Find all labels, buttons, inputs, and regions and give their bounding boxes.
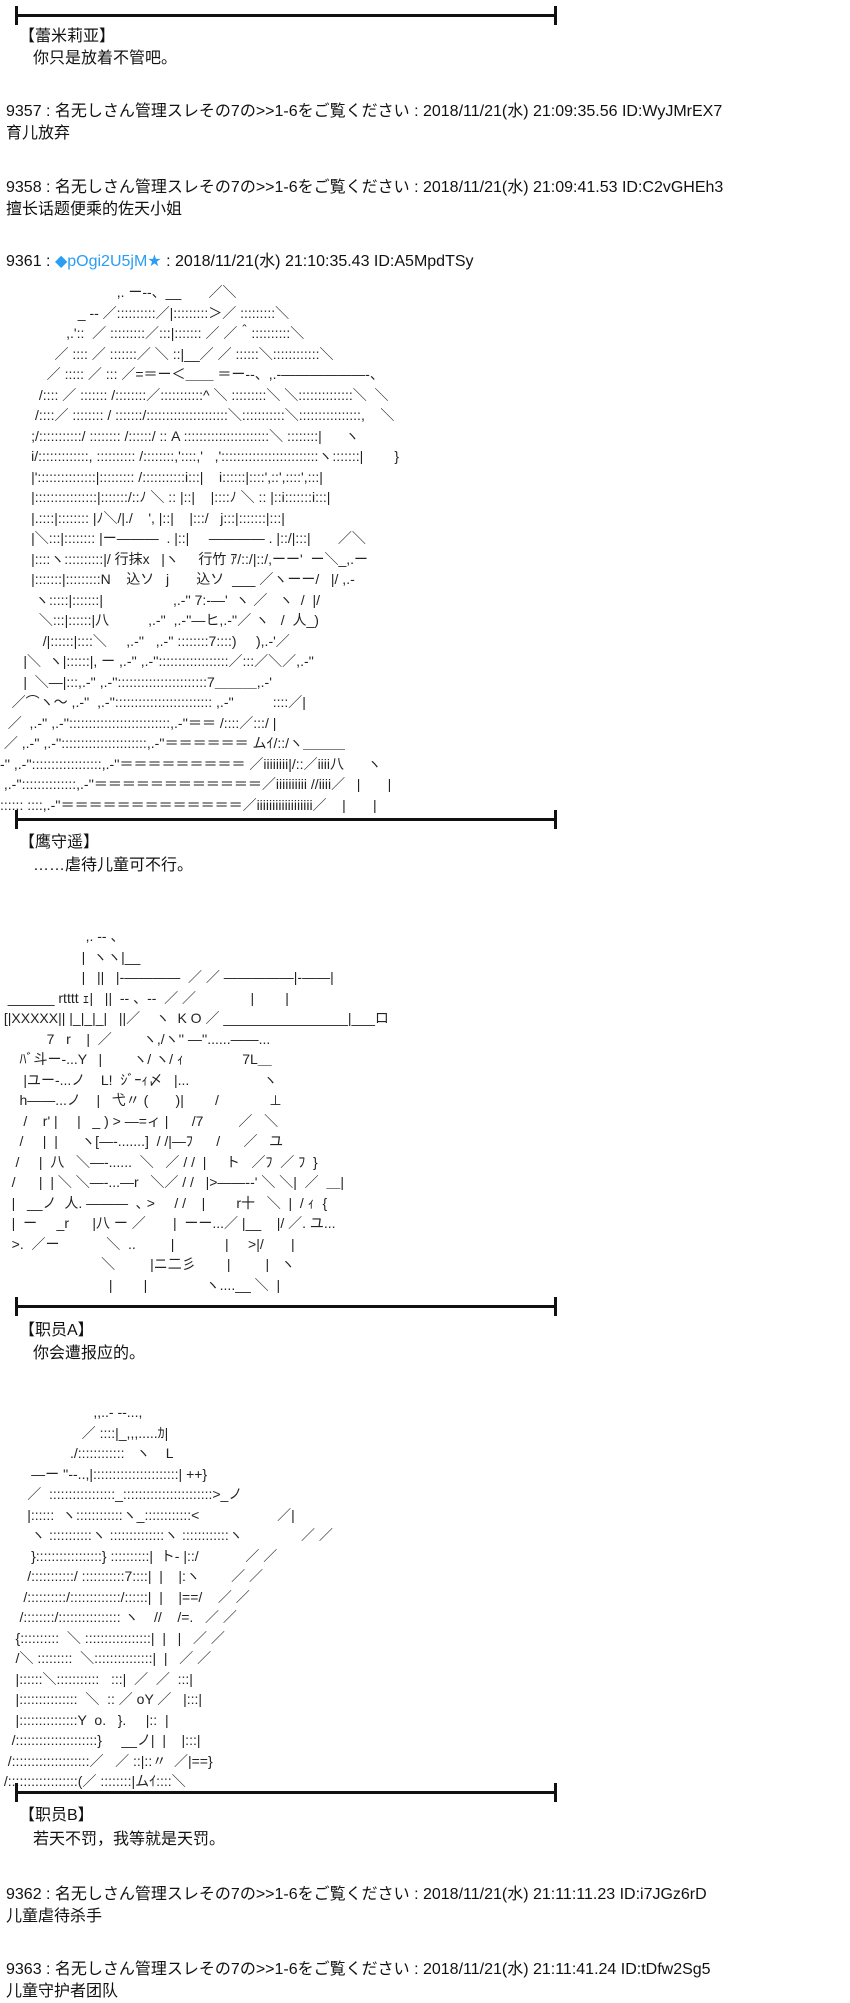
dialogue-line: 你会遭报应的。 bbox=[33, 1345, 146, 1362]
post-body: 育儿放弃 bbox=[6, 125, 71, 142]
ascii-art-remilia: ,. ー‐-、__ ／＼ _ -‐ ／::::::::::／|:::::::::… bbox=[0, 284, 400, 813]
post-header: 9358 : 名无しさん管理スレその7の>>1-6をご覧ください : 2018/… bbox=[6, 179, 724, 196]
post-body: 儿童守护者团队 bbox=[6, 1983, 119, 2000]
dialogue-line: 若天不罚，我等就是天罚。 bbox=[33, 1831, 226, 1848]
dialogue-line: ……虐待儿童可不行。 bbox=[33, 857, 194, 874]
post-number: 9361 : bbox=[6, 253, 55, 270]
divider-rule bbox=[15, 810, 557, 829]
post-meta: : 2018/11/21(水) 21:10:35.43 ID:A5MpdTSy bbox=[161, 253, 474, 270]
post-header: 9362 : 名无しさん管理スレその7の>>1-6をご覧ください : 2018/… bbox=[6, 1886, 707, 1903]
ascii-art-staff-a: ,,..- ‐-..., ／ ::::|_,,,.....ｶ| ./::::::… bbox=[3, 1404, 333, 1789]
divider-rule bbox=[15, 1783, 557, 1802]
divider-rule bbox=[15, 1297, 557, 1316]
dialogue-line: 你只是放着不管吧。 bbox=[33, 50, 178, 67]
ascii-art-takamori: ,. -‐ 、 | ヽヽ|__ | || |‐―――― ／ ／ ―――――|‐―… bbox=[3, 928, 389, 1293]
speaker-label: 【职员A】 bbox=[19, 1322, 94, 1339]
divider-rule bbox=[15, 6, 557, 25]
post-header: 9357 : 名无しさん管理スレその7の>>1-6をご覧ください : 2018/… bbox=[6, 103, 723, 120]
post-body: 擅长话题便乘的佐天小姐 bbox=[6, 201, 183, 218]
post-body: 儿童虐待杀手 bbox=[6, 1908, 103, 1925]
speaker-label: 【鹰守遥】 bbox=[19, 834, 100, 851]
speaker-label: 【蕾米莉亚】 bbox=[19, 28, 116, 45]
speaker-label: 【职员B】 bbox=[19, 1807, 94, 1824]
post-header: 9363 : 名无しさん管理スレその7の>>1-6をご覧ください : 2018/… bbox=[6, 1961, 711, 1978]
post-header: 9361 : ◆pOgi2U5jM★ : 2018/11/21(水) 21:10… bbox=[6, 251, 474, 273]
tripcode-link[interactable]: ◆pOgi2U5jM★ bbox=[54, 253, 162, 270]
